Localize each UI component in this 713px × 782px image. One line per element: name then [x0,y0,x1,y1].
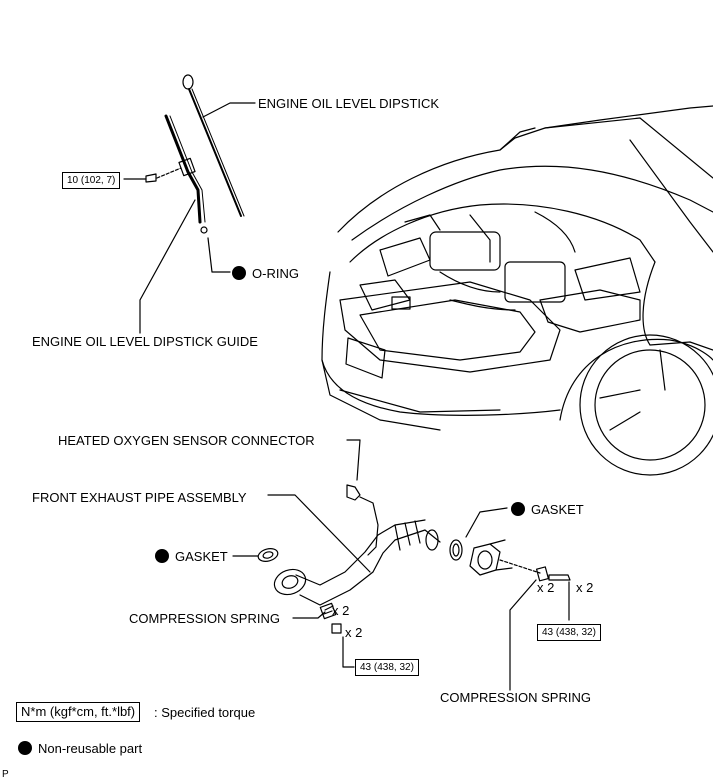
torque-right-nut: 43 (438, 32) [537,624,601,641]
non-reusable-dot-icon [155,549,169,563]
multiplier-left-spring: x 2 [332,603,350,618]
multiplier-left-nut: x 2 [345,625,363,640]
corner-mark: P [2,769,9,780]
dipstick-guide-illustration [164,114,208,234]
label-gasket-right: GASKET [511,502,584,517]
label-gasket-left: GASKET [155,549,228,564]
label-compression-spring-left: COMPRESSION SPRING [129,611,280,626]
multiplier-right-spring: x 2 [537,580,555,595]
legend-non-reusable: Non-reusable part [18,741,142,756]
front-exhaust-pipe-illustration [257,484,571,634]
torque-guide-bolt: 10 (102, 7) [62,172,121,189]
torque-left-nut: 43 (438, 32) [355,659,419,676]
oil-dipstick-illustration [182,74,245,217]
multiplier-right-bolt: x 2 [576,580,594,595]
non-reusable-dot-icon [232,266,246,280]
non-reusable-dot-icon [18,741,32,755]
label-o-ring: O-RING [232,266,299,281]
legend-torque-unit: N*m (kgf*cm, ft.*lbf) [16,702,141,722]
label-front-exhaust-pipe: FRONT EXHAUST PIPE ASSEMBLY [32,490,247,505]
label-dipstick-guide: ENGINE OIL LEVEL DIPSTICK GUIDE [32,334,258,349]
label-engine-oil-level-dipstick: ENGINE OIL LEVEL DIPSTICK [258,96,440,111]
non-reusable-dot-icon [511,502,525,516]
vehicle-front-illustration [321,105,713,476]
legend-torque-desc: : Specified torque [154,705,256,720]
label-compression-spring-right: COMPRESSION SPRING [440,690,591,705]
label-o2-sensor-connector: HEATED OXYGEN SENSOR CONNECTOR [58,433,315,448]
